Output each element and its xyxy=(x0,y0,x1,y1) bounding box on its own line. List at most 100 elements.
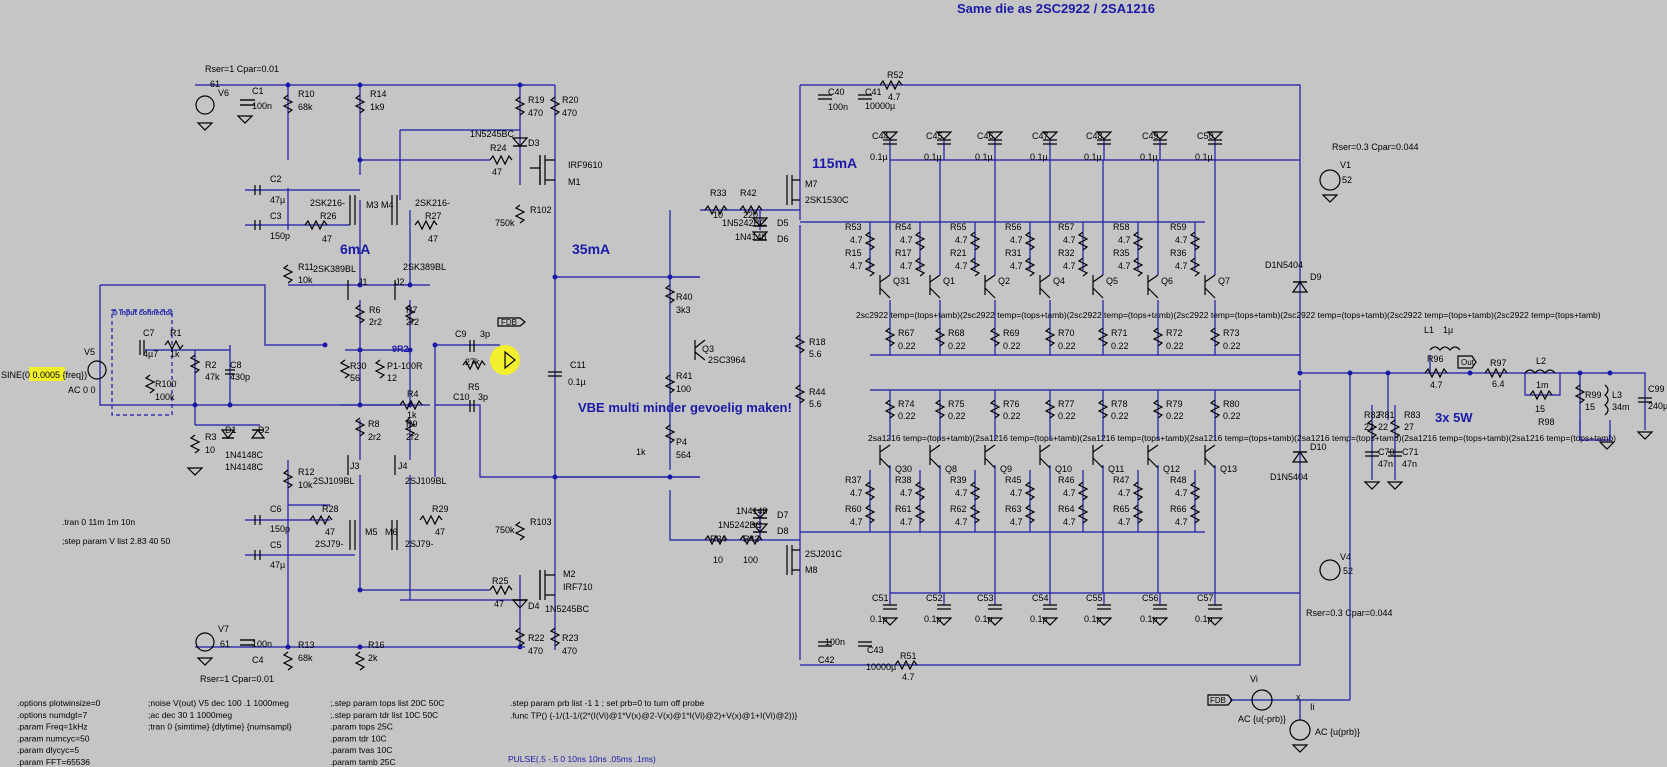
svg-text:4.7: 4.7 xyxy=(1175,235,1188,245)
svg-text:C52: C52 xyxy=(926,593,943,603)
svg-text:R26: R26 xyxy=(320,211,337,221)
svg-text:0.1µ: 0.1µ xyxy=(975,614,993,624)
svg-text:R76: R76 xyxy=(1003,399,1020,409)
svg-text:1µ: 1µ xyxy=(1443,325,1453,335)
svg-text:750k: 750k xyxy=(495,525,515,535)
svg-text:61: 61 xyxy=(220,639,230,649)
svg-text:4.7: 4.7 xyxy=(888,92,901,102)
svg-text:C50: C50 xyxy=(1197,131,1214,141)
cap-c7-res-r1: C7 4µ7 R1 1k xyxy=(139,328,184,359)
svg-text:C54: C54 xyxy=(1032,593,1049,603)
svg-text:1N5242BC: 1N5242BC xyxy=(718,520,763,530)
diode-d9: D1N5404 D9 xyxy=(1265,260,1322,293)
svg-text:R53: R53 xyxy=(845,222,862,232)
svg-text:1k: 1k xyxy=(636,447,646,457)
res-r12: R12 10k xyxy=(282,467,315,490)
svg-text:R1: R1 xyxy=(170,328,182,338)
dir-col1-line-1: .options numdgt=7 xyxy=(17,710,87,720)
svg-text:R25: R25 xyxy=(492,576,509,586)
svg-text:2SK1530C: 2SK1530C xyxy=(805,195,849,205)
svg-text:5.6: 5.6 xyxy=(809,399,822,409)
cap-c4: 100n C4 xyxy=(240,639,272,665)
res-r25-zener-d4-mosfet-m2: R25 47 D4 1N5245BC M2 IRF710 xyxy=(489,569,593,614)
svg-text:2r2: 2r2 xyxy=(369,317,382,327)
dir-col1-line-5: .param FFT=65536 xyxy=(17,757,90,767)
svg-text:4.7: 4.7 xyxy=(1063,261,1076,271)
svg-text:C4: C4 xyxy=(252,655,264,665)
cap-c11: C11 0.1µ xyxy=(548,360,586,387)
dir-col3-line-2: .param tops 25C xyxy=(330,722,393,732)
svg-text:C9: C9 xyxy=(455,329,467,339)
svg-text:Q5: Q5 xyxy=(1106,276,1118,286)
svg-text:FDB: FDB xyxy=(501,318,517,327)
cap-c9-c10-res-r5: C9 3p 27k R5 C10 3p xyxy=(453,329,490,412)
svg-text:C41: C41 xyxy=(865,87,882,97)
dir-col3-line-3: .param tdr 10C xyxy=(330,733,387,743)
svg-text:AC 0 0: AC 0 0 xyxy=(68,385,96,395)
res-r26-r27: R26 47 R27 47 xyxy=(304,211,442,244)
svg-text:100k: 100k xyxy=(155,392,175,402)
svg-text:D6: D6 xyxy=(777,234,789,244)
svg-text:IRF710: IRF710 xyxy=(563,582,593,592)
svg-text:R73: R73 xyxy=(1223,328,1240,338)
svg-text:D8: D8 xyxy=(777,526,789,536)
svg-text:Q11: Q11 xyxy=(1108,464,1124,474)
svg-text:10000µ: 10000µ xyxy=(865,101,895,111)
svg-text:150p: 150p xyxy=(270,524,290,534)
input-connector: ⊙ input connector xyxy=(111,309,173,416)
svg-text:C71: C71 xyxy=(1402,447,1419,457)
dir-col4-line-0: .step param prb list -1 1 ; set prb=0 to… xyxy=(510,698,705,708)
svg-text:R46: R46 xyxy=(1058,475,1075,485)
svg-text:IRF9610: IRF9610 xyxy=(568,160,603,170)
driver-bottom: 1N4148 D7 1N5242BC D8 R34 10 R43 100 2SJ… xyxy=(700,506,843,660)
svg-text:x: x xyxy=(1296,692,1301,702)
svg-text:2SK216-: 2SK216- xyxy=(310,198,345,208)
svg-text:1k9: 1k9 xyxy=(370,102,385,112)
svg-text:R78: R78 xyxy=(1111,399,1128,409)
svg-text:1N4148: 1N4148 xyxy=(736,506,768,516)
svg-text:J4: J4 xyxy=(398,461,408,471)
res-r6-r7: R6 2r2 R7 2r2 xyxy=(354,304,419,327)
svg-text:R41: R41 xyxy=(676,371,693,381)
svg-text:R22: R22 xyxy=(528,633,545,643)
probe-vi-ii: FDB Vi AC {u(-prb)} x Ii AC {u(prb)} xyxy=(1207,674,1360,753)
svg-text:2SJ201C: 2SJ201C xyxy=(805,549,843,559)
svg-text:R62: R62 xyxy=(950,504,967,514)
pnp-model-text: 2sa1216 temp=(tops+tamb)(2sa1216 temp=(t… xyxy=(868,433,1616,443)
svg-text:0.1µ: 0.1µ xyxy=(975,152,993,162)
sim-directives: .tran 0 11m 1m 10n ;step param V list 2.… xyxy=(17,517,797,767)
svg-text:R79: R79 xyxy=(1166,399,1183,409)
svg-text:47: 47 xyxy=(325,527,335,537)
svg-text:10000µ: 10000µ xyxy=(866,662,896,672)
svg-text:V4: V4 xyxy=(1340,552,1351,562)
svg-text:68k: 68k xyxy=(298,102,313,112)
svg-text:10: 10 xyxy=(205,445,215,455)
svg-text:R8: R8 xyxy=(368,419,380,429)
svg-text:C43: C43 xyxy=(867,645,884,655)
svg-text:M6: M6 xyxy=(385,527,398,537)
svg-text:R102: R102 xyxy=(530,205,552,215)
svg-text:4.7: 4.7 xyxy=(1118,261,1131,271)
svg-text:D2: D2 xyxy=(258,425,270,435)
svg-text:4.7: 4.7 xyxy=(850,488,863,498)
svg-text:⊙ input connector: ⊙ input connector xyxy=(112,310,173,317)
svg-text:22: 22 xyxy=(1378,422,1388,432)
svg-text:430p: 430p xyxy=(230,372,250,382)
svg-text:L3: L3 xyxy=(1612,390,1622,400)
svg-text:R39: R39 xyxy=(950,475,967,485)
svg-text:4.7: 4.7 xyxy=(1175,488,1188,498)
current-115ma: 115mA xyxy=(812,155,857,171)
svg-text:15: 15 xyxy=(1585,402,1595,412)
svg-text:100n: 100n xyxy=(828,102,848,112)
svg-text:R65: R65 xyxy=(1113,504,1130,514)
svg-text:R31: R31 xyxy=(1005,248,1022,258)
svg-text:L2: L2 xyxy=(1536,356,1546,366)
svg-text:AC {u(-prb)}: AC {u(-prb)} xyxy=(1238,714,1286,724)
